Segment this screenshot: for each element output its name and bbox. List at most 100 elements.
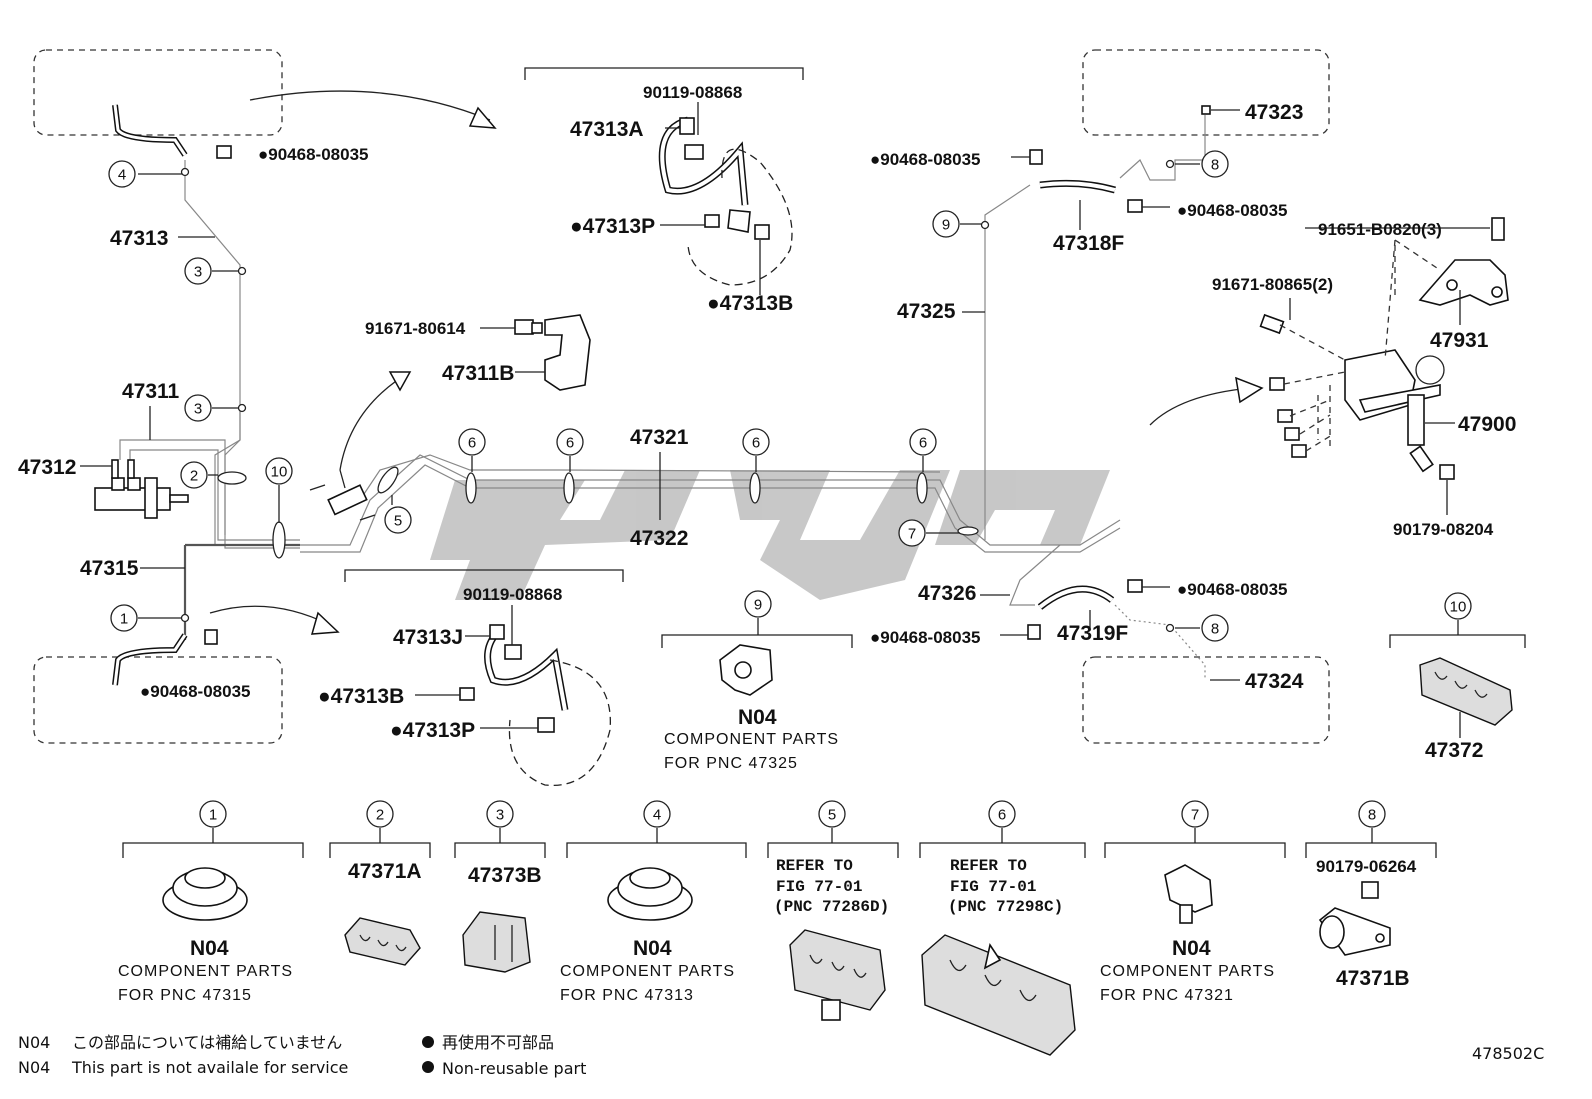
svg-text:8: 8 [1211, 157, 1219, 174]
label-for47325: FOR PNC 47325 [664, 755, 798, 772]
legend-dot-jp: 再使用不可部品 [442, 1033, 554, 1052]
svg-text:1: 1 [209, 807, 217, 824]
svg-text:9: 9 [754, 597, 762, 614]
label-90179-08204: 90179-08204 [1393, 520, 1494, 539]
callout-2: 2 [180, 461, 208, 489]
callout-5: 5 [384, 506, 412, 534]
svg-text:9: 9 [942, 217, 950, 234]
svg-text:6: 6 [566, 435, 574, 452]
svg-text:1: 1 [120, 611, 128, 628]
label-fig-5: FIG 77-01 [776, 878, 862, 896]
label-47371A: 47371A [348, 860, 422, 883]
brake-pipes [119, 115, 1206, 680]
legend-dot-en: Non-reusable part [442, 1059, 586, 1078]
rear-right-area-box [1082, 656, 1330, 744]
svg-text:5: 5 [394, 513, 402, 530]
label-comp-9: COMPONENT PARTS [664, 731, 839, 748]
legend-n04-jp: この部品については補給していません [72, 1033, 342, 1052]
label-90468-e: ●90468-08035 [1177, 580, 1287, 599]
label-47318F: 47318F [1053, 232, 1124, 255]
height-valve-assembly [1259, 217, 1509, 515]
front-right-area-box [1082, 49, 1330, 136]
bracket-47311B [480, 314, 591, 391]
callout-4: 4 [108, 160, 136, 188]
component-row-brackets [122, 828, 1437, 858]
clamp-47371B-drawing [1318, 881, 1391, 956]
label-47313B-bot: ●47313B [318, 685, 404, 708]
callout-9-detail: 9 [744, 590, 772, 618]
callout-5-row: 5 [818, 800, 846, 828]
label-47315: 47315 [80, 557, 139, 580]
label-47313P-top: ●47313P [570, 215, 655, 238]
svg-text:8: 8 [1211, 621, 1219, 638]
svg-text:6: 6 [468, 435, 476, 452]
rear-left-area-box [33, 656, 283, 744]
svg-text:6: 6 [919, 435, 927, 452]
label-91671-80865: 91671-80865(2) [1212, 275, 1333, 294]
label-90119-top: 90119-08868 [643, 83, 742, 102]
svg-text:3: 3 [194, 264, 202, 281]
svg-text:3: 3 [194, 401, 202, 418]
label-n04-1: N04 [190, 937, 229, 960]
label-47373B: 47373B [468, 864, 542, 887]
callout-7: 7 [898, 519, 926, 547]
legend-n04-code-jp: N04 [18, 1033, 50, 1052]
svg-text:3: 3 [496, 807, 504, 824]
label-47313P-bot: ●47313P [390, 719, 475, 742]
svg-text:7: 7 [908, 526, 916, 543]
label-47321: 47321 [630, 426, 689, 449]
clip-7-drawing [1164, 864, 1213, 924]
clip-9-detail [661, 618, 853, 696]
legend-dot-icon-jp [422, 1036, 434, 1048]
callout-10: 10 [265, 457, 293, 485]
label-90119-bot: 90119-08868 [463, 585, 562, 604]
label-n04-9: N04 [738, 706, 777, 729]
callout-10-detail: 10 [1444, 592, 1472, 620]
label-n04-4: N04 [633, 937, 672, 960]
label-47323: 47323 [1245, 101, 1303, 124]
label-47326: 47326 [918, 582, 976, 605]
front-left-area-box [33, 49, 283, 136]
watermark-logo [430, 470, 1110, 600]
svg-text:2: 2 [376, 807, 384, 824]
grommet-4-drawing [607, 867, 693, 921]
svg-text:4: 4 [118, 167, 126, 184]
label-for47321: FOR PNC 47321 [1100, 987, 1234, 1004]
diagram-id: 478502C [1472, 1044, 1544, 1063]
label-47312: 47312 [18, 456, 76, 479]
callout-3-row: 3 [486, 800, 514, 828]
svg-text:10: 10 [271, 464, 288, 481]
label-91651: 91651-B0820(3) [1318, 220, 1442, 239]
legend-n04-en: This part is not availale for service [71, 1058, 348, 1077]
label-47900: 47900 [1458, 413, 1516, 436]
label-47311: 47311 [122, 380, 180, 403]
direction-arrows [209, 90, 1264, 635]
callout-1-row: 1 [199, 800, 227, 828]
svg-text:8: 8 [1368, 807, 1376, 824]
flex-hoses [112, 104, 1116, 686]
callout-9: 9 [932, 210, 960, 238]
label-comp-1: COMPONENT PARTS [118, 963, 293, 980]
label-refer-6: REFER TO [950, 857, 1027, 875]
clamp-47373B-drawing [462, 911, 531, 973]
callout-3a: 3 [184, 257, 212, 285]
label-47372: 47372 [1425, 739, 1483, 762]
clamp-6-drawing [921, 934, 1076, 1056]
label-90468-a: ●90468-08035 [258, 145, 368, 164]
callout-6a: 6 [458, 428, 486, 456]
label-comp-7: COMPONENT PARTS [1100, 963, 1275, 980]
callout-6d: 6 [909, 428, 937, 456]
label-fig-6: FIG 77-01 [950, 878, 1036, 896]
callout-2-row: 2 [366, 800, 394, 828]
retaining-clips [204, 105, 1240, 681]
label-for47313: FOR PNC 47313 [560, 987, 694, 1004]
label-comp-4: COMPONENT PARTS [560, 963, 735, 980]
label-refer-5: REFER TO [776, 857, 853, 875]
svg-text:6: 6 [998, 807, 1006, 824]
master-cylinder-block [94, 459, 189, 519]
callout-6-row: 6 [988, 800, 1016, 828]
legend-dot-icon-en [422, 1061, 434, 1073]
label-47313A: 47313A [570, 118, 644, 141]
label-91671-80614: 91671-80614 [365, 319, 466, 338]
